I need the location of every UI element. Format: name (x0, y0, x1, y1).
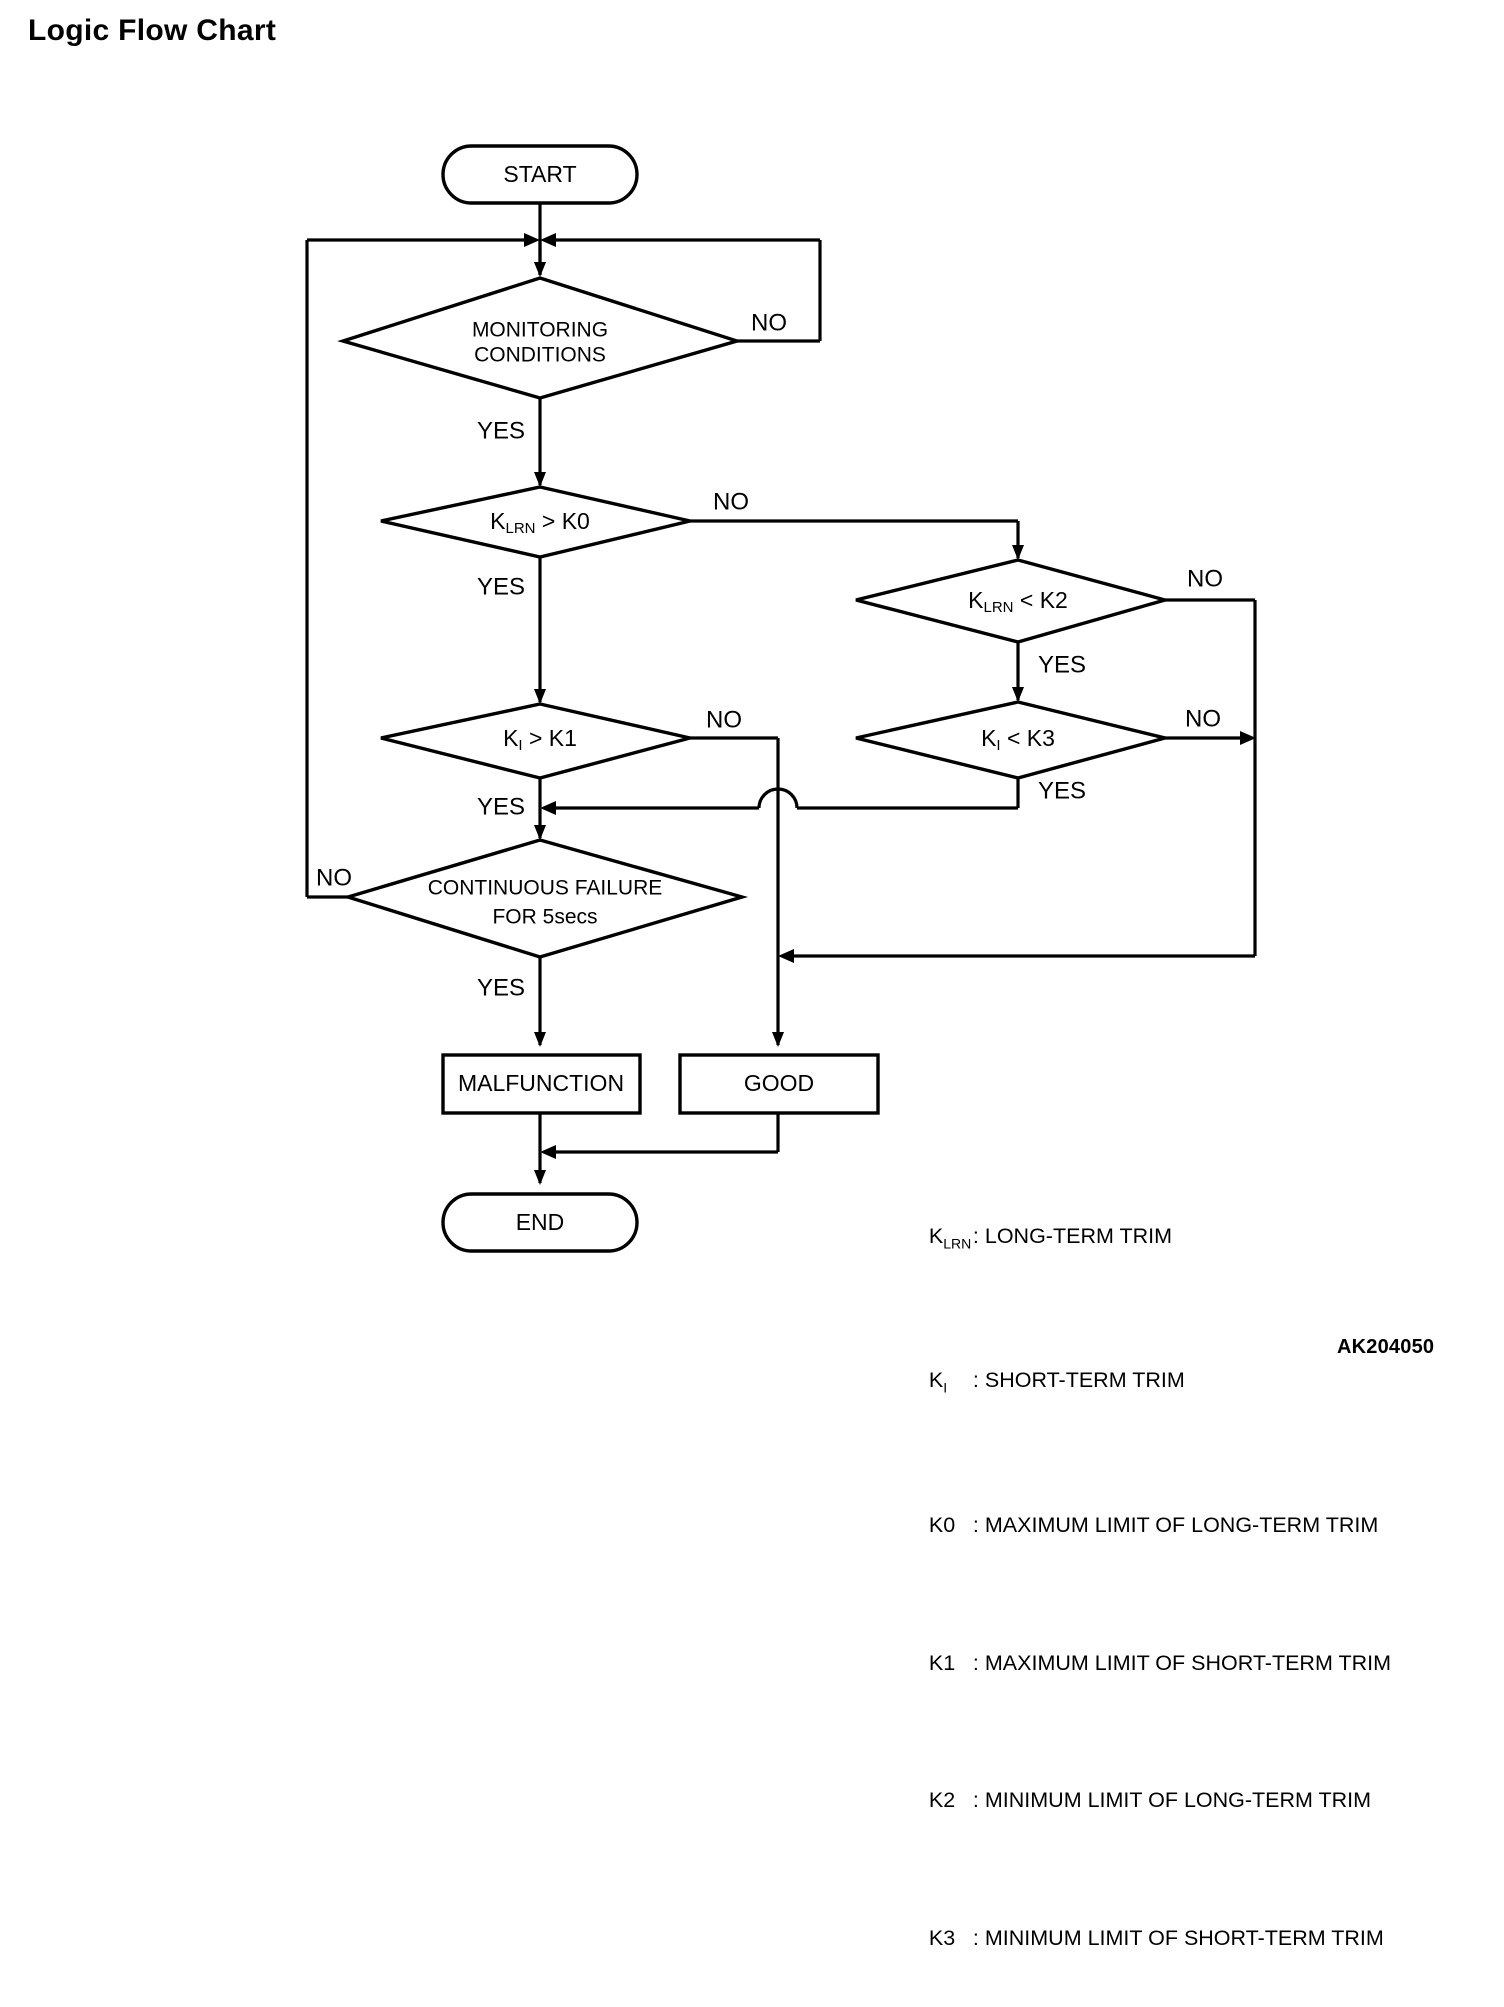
klrn-lt-k2-main: K (968, 587, 984, 613)
branch-label-ki-lt-k3-yes: YES (1038, 777, 1086, 804)
edge-ki-lt-k3-no (1165, 731, 1256, 745)
node-monitoring-label-line2: CONDITIONS (474, 344, 606, 367)
edge-ki-gt-k1-no (690, 736, 784, 1047)
edge-right-bus-return (778, 949, 1255, 963)
branch-label-cont-failure-yes: YES (477, 974, 525, 1001)
legend-text: MAXIMUM LIMIT OF SHORT-TERM TRIM (984, 1650, 1391, 1675)
node-klrn-gt-k0-label: KLRN > K0 (490, 508, 590, 537)
edge-ki-gt-k1-yes (534, 778, 546, 840)
node-good[interactable]: GOOD (678, 1053, 880, 1115)
legend-row: K2: MINIMUM LIMIT OF LONG-TERM TRIM (905, 1760, 1391, 1843)
page-title: Logic Flow Chart (28, 14, 277, 47)
legend-separator: : (972, 1368, 979, 1393)
node-ki-lt-k3[interactable]: KI < K3 (855, 700, 1172, 780)
legend-text: MAXIMUM LIMIT OF LONG-TERM TRIM (984, 1513, 1379, 1538)
branch-label-ki-gt-k1-no: NO (706, 706, 742, 733)
legend-row: KI: SHORT-TERM TRIM (905, 1340, 1391, 1430)
edge-klrn-lt-k2-no (1165, 598, 1257, 956)
edge-monitoring-no-loop (305, 233, 822, 897)
edge-ki-lt-k3-yes (540, 778, 1020, 815)
edge-junction-to-monitoring (534, 240, 546, 277)
legend-separator: : (972, 1223, 979, 1248)
node-malfunction-label: MALFUNCTION (458, 1070, 624, 1096)
legend-text: SHORT-TERM TRIM (984, 1368, 1185, 1393)
legend-text: LONG-TERM TRIM (984, 1223, 1173, 1248)
legend-key: K2 (928, 1788, 956, 1813)
branch-label-klrn-lt-k2-yes: YES (1038, 651, 1086, 678)
legend-separator: : (972, 1788, 979, 1813)
node-continuous-failure-line1: CONTINUOUS FAILURE (428, 877, 663, 900)
node-monitoring-conditions[interactable]: MONITORING CONDITIONS (337, 276, 743, 400)
ki-gt-k1-rest: > K1 (523, 725, 577, 751)
node-continuous-failure[interactable]: CONTINUOUS FAILURE FOR 5secs (342, 838, 749, 959)
legend-row: K0: MAXIMUM LIMIT OF LONG-TERM TRIM (905, 1485, 1391, 1568)
legend-key: KI (928, 1368, 948, 1396)
node-klrn-gt-k0[interactable]: KLRN > K0 (380, 485, 691, 559)
node-klrn-lt-k2-label: KLRN < K2 (968, 587, 1068, 616)
node-start[interactable]: START (441, 144, 639, 205)
legend-row: K1: MAXIMUM LIMIT OF SHORT-TERM TRIM (905, 1622, 1391, 1705)
edge-cont-failure-yes (534, 957, 546, 1047)
branch-label-ki-gt-k1-yes: YES (477, 793, 525, 820)
ki-gt-k1-sub: I (518, 737, 522, 754)
edge-klrn-gt-k0-yes (534, 557, 546, 704)
node-good-label: GOOD (744, 1070, 814, 1096)
logic-flow-chart-diagram: START MONITORING CONDITIONS KLRN > K0 KL… (305, 144, 1257, 1253)
ki-lt-k3-main: K (981, 725, 997, 751)
klrn-gt-k0-rest: > K0 (536, 508, 590, 534)
legend-key-sub: LRN (943, 1234, 972, 1251)
edge-monitoring-yes (534, 398, 546, 487)
branch-label-cont-failure-no: NO (316, 864, 352, 891)
node-end[interactable]: END (441, 1192, 639, 1253)
node-monitoring-label-line1: MONITORING (472, 319, 608, 342)
legend-row: K3: MINIMUM LIMIT OF SHORT-TERM TRIM (905, 1897, 1391, 1980)
legend-separator: : (972, 1513, 979, 1538)
node-ki-gt-k1-label: KI > K1 (503, 725, 577, 754)
legend-key: K1 (928, 1650, 956, 1675)
legend-key: K3 (928, 1925, 956, 1950)
legend-text: MINIMUM LIMIT OF LONG-TERM TRIM (984, 1788, 1372, 1813)
edge-klrn-lt-k2-yes (1012, 642, 1024, 702)
legend-row: KLRN: LONG-TERM TRIM (905, 1195, 1391, 1285)
document-code: AK204050 (1337, 1336, 1435, 1358)
legend-separator: : (972, 1650, 979, 1675)
legend-key: KLRN (928, 1223, 972, 1251)
klrn-gt-k0-sub: LRN (505, 520, 535, 537)
node-malfunction[interactable]: MALFUNCTION (441, 1053, 642, 1115)
ki-lt-k3-sub: I (996, 737, 1000, 754)
legend-key-sub: I (943, 1379, 948, 1396)
legend-key: K0 (928, 1513, 956, 1538)
edge-klrn-gt-k0-no (690, 519, 1024, 560)
branch-label-klrn-gt-k0-yes: YES (477, 573, 525, 600)
edge-to-end (534, 1113, 780, 1185)
node-ki-gt-k1[interactable]: KI > K1 (380, 702, 691, 780)
node-end-label: END (516, 1209, 565, 1235)
node-ki-lt-k3-label: KI < K3 (981, 725, 1055, 754)
branch-label-klrn-lt-k2-no: NO (1187, 565, 1223, 592)
legend: KLRN: LONG-TERM TRIM KI: SHORT-TERM TRIM… (905, 1140, 1391, 2007)
branch-label-monitoring-no: NO (751, 309, 787, 336)
klrn-lt-k2-sub: LRN (983, 599, 1013, 616)
legend-separator: : (972, 1925, 979, 1950)
klrn-lt-k2-rest: < K2 (1014, 587, 1068, 613)
branch-label-klrn-gt-k0-no: NO (713, 488, 749, 515)
ki-lt-k3-rest: < K3 (1001, 725, 1055, 751)
ki-gt-k1-main: K (503, 725, 519, 751)
legend-text: MINIMUM LIMIT OF SHORT-TERM TRIM (984, 1925, 1384, 1950)
klrn-gt-k0-main: K (490, 508, 506, 534)
node-start-label: START (503, 161, 576, 187)
node-klrn-lt-k2[interactable]: KLRN < K2 (855, 558, 1172, 644)
branch-label-monitoring-yes: YES (477, 417, 525, 444)
branch-label-ki-lt-k3-no: NO (1185, 705, 1221, 732)
node-continuous-failure-line2: FOR 5secs (492, 906, 597, 929)
